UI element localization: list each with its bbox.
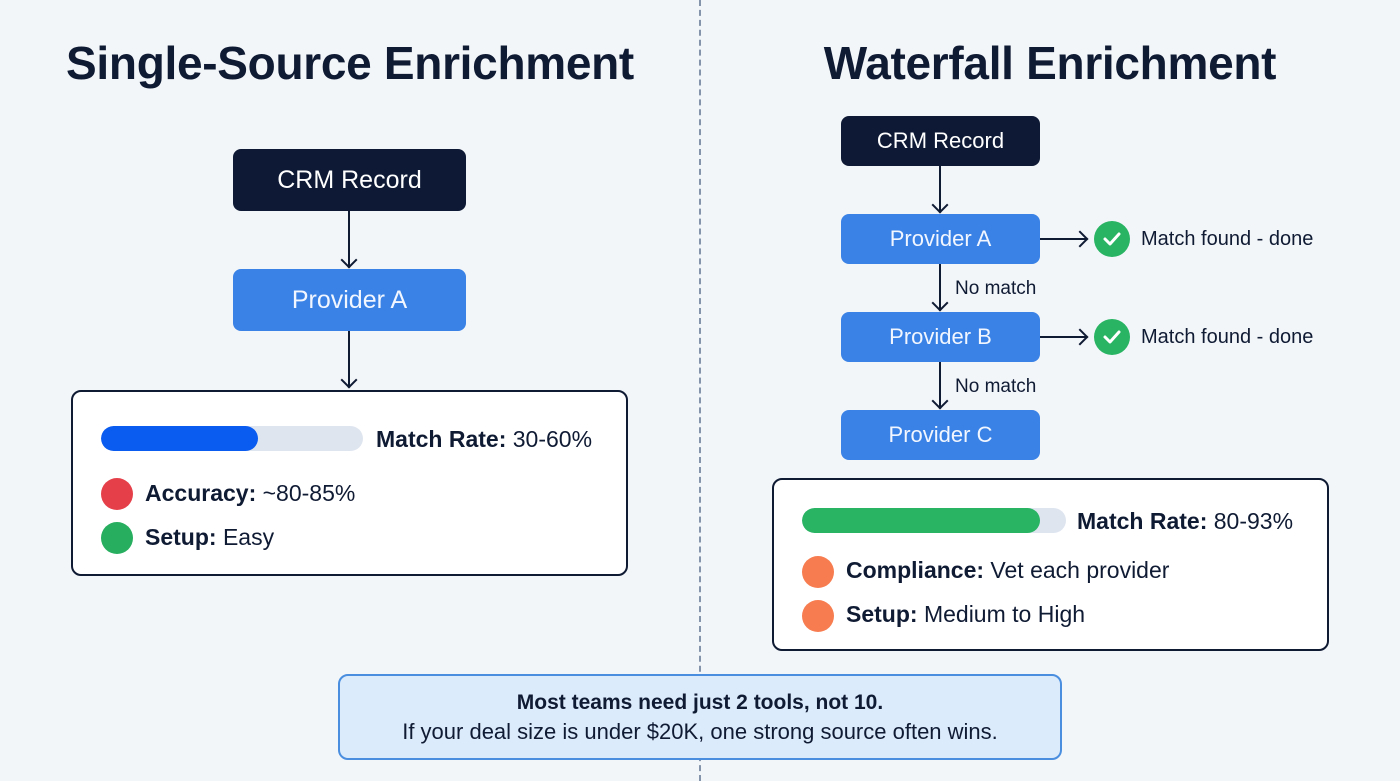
provider-c-node: Provider C [841, 410, 1040, 460]
section-divider [699, 0, 701, 781]
single-source-metrics-card: Match Rate: 30-60% Accuracy: ~80-85% Set… [71, 390, 628, 576]
arrow-down-icon [340, 371, 358, 389]
accuracy-metric: Accuracy: ~80-85% [145, 480, 355, 507]
metric-value: Easy [222, 524, 275, 550]
takeaway-callout: Most teams need just 2 tools, not 10. If… [338, 674, 1062, 760]
match-rate-bar [802, 508, 1066, 533]
match-rate-bar-fill [101, 426, 259, 451]
callout-body: If your deal size is under $20K, one str… [402, 719, 998, 744]
arrow-down-icon [931, 294, 949, 312]
connector-line [939, 362, 941, 407]
match-rate-metric: Match Rate: 80-93% [1077, 508, 1293, 535]
connector-line [1040, 238, 1086, 240]
arrow-right-icon [1071, 328, 1089, 346]
status-dot-green-icon [101, 522, 133, 554]
connector-line [348, 331, 350, 386]
metric-label: Setup: [145, 524, 217, 550]
no-match-label: No match [955, 278, 1037, 299]
match-rate-metric: Match Rate: 30-60% [376, 426, 592, 453]
callout-headline: Most teams need just 2 tools, not 10. [516, 691, 884, 714]
waterfall-title: Waterfall Enrichment [823, 37, 1277, 89]
provider-a-node: Provider A [841, 214, 1040, 264]
connector-line [939, 166, 941, 211]
metric-value: 80-93% [1213, 508, 1294, 534]
status-dot-orange-icon [802, 600, 834, 632]
check-circle-icon [1094, 221, 1130, 257]
match-found-label: Match found - done [1141, 326, 1314, 348]
metric-label: Match Rate: [1077, 508, 1208, 534]
compliance-metric: Compliance: Vet each provider [846, 557, 1169, 584]
status-dot-red-icon [101, 478, 133, 510]
check-circle-icon [1094, 319, 1130, 355]
setup-metric: Setup: Medium to High [846, 601, 1085, 628]
match-rate-bar [101, 426, 363, 451]
crm-record-node: CRM Record [233, 149, 466, 211]
metric-label: Match Rate: [376, 426, 507, 452]
no-match-label: No match [955, 376, 1037, 397]
provider-b-node: Provider B [841, 312, 1040, 362]
connector-line [348, 211, 350, 266]
status-dot-orange-icon [802, 556, 834, 588]
provider-a-node: Provider A [233, 269, 466, 331]
metric-value: Medium to High [923, 601, 1086, 627]
single-source-title: Single-Source Enrichment [66, 37, 634, 89]
crm-record-node: CRM Record [841, 116, 1040, 166]
connector-line [939, 264, 941, 309]
metric-value: 30-60% [512, 426, 593, 452]
arrow-down-icon [931, 196, 949, 214]
metric-label: Accuracy: [145, 480, 257, 506]
metric-value: Vet each provider [990, 557, 1170, 583]
setup-metric: Setup: Easy [145, 524, 274, 551]
match-rate-bar-fill [802, 508, 1040, 533]
metric-label: Compliance: [846, 557, 985, 583]
arrow-down-icon [340, 251, 358, 269]
metric-label: Setup: [846, 601, 918, 627]
waterfall-metrics-card: Match Rate: 80-93% Compliance: Vet each … [772, 478, 1329, 651]
metric-value: ~80-85% [262, 480, 356, 506]
arrow-right-icon [1071, 230, 1089, 248]
arrow-down-icon [931, 392, 949, 410]
match-found-label: Match found - done [1141, 228, 1314, 250]
connector-line [1040, 336, 1086, 338]
